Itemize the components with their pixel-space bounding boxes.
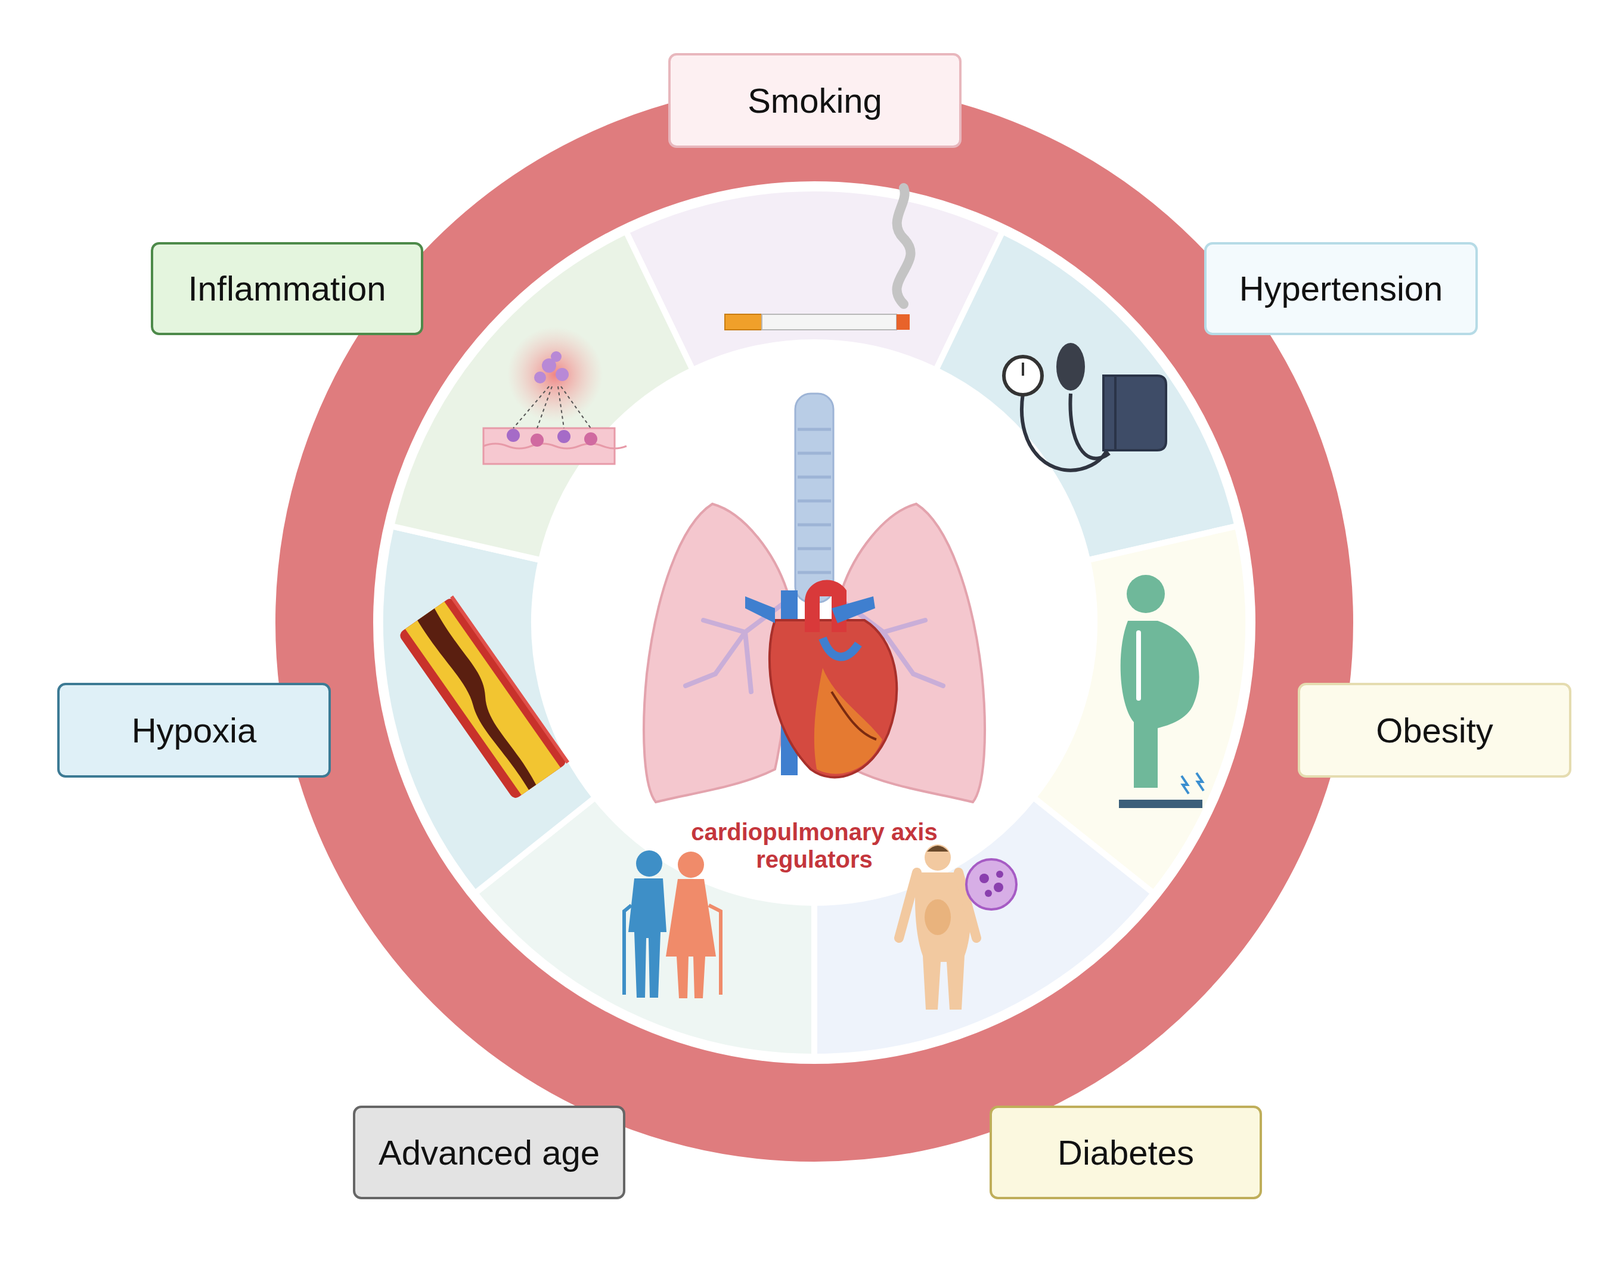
cigarette-icon: [724, 187, 911, 330]
label-box: Advanced age: [352, 1105, 626, 1199]
diabetes-icon: [898, 844, 1017, 1010]
label-text: Obesity: [1375, 711, 1494, 750]
label-text: Advanced age: [378, 1133, 600, 1172]
outer-ring: [324, 132, 1305, 1113]
artery-icon: [397, 596, 568, 800]
label-box: Diabetes: [989, 1105, 1262, 1199]
inflammation-icon: [483, 326, 627, 464]
center-title: cardiopulmonary axis regulators: [659, 817, 970, 873]
sector-ring: [380, 188, 1249, 1057]
elderly-icon: [624, 850, 721, 998]
obesity-icon: [1118, 574, 1204, 808]
label-box: Hypertension: [1204, 242, 1478, 336]
label-text: Diabetes: [1057, 1133, 1195, 1172]
lungs-heart: [643, 393, 985, 802]
label-text: Inflammation: [187, 269, 386, 308]
label-text: Smoking: [747, 81, 883, 120]
label-text: Hypoxia: [131, 711, 257, 750]
label-box: Obesity: [1297, 682, 1572, 778]
label-box: Smoking: [668, 53, 962, 148]
blood-pressure-icon: [1003, 342, 1167, 471]
center-disc: [538, 346, 1090, 898]
label-text: Hypertension: [1239, 269, 1444, 308]
label-box: Hypoxia: [57, 682, 331, 778]
label-box: Inflammation: [150, 242, 424, 336]
